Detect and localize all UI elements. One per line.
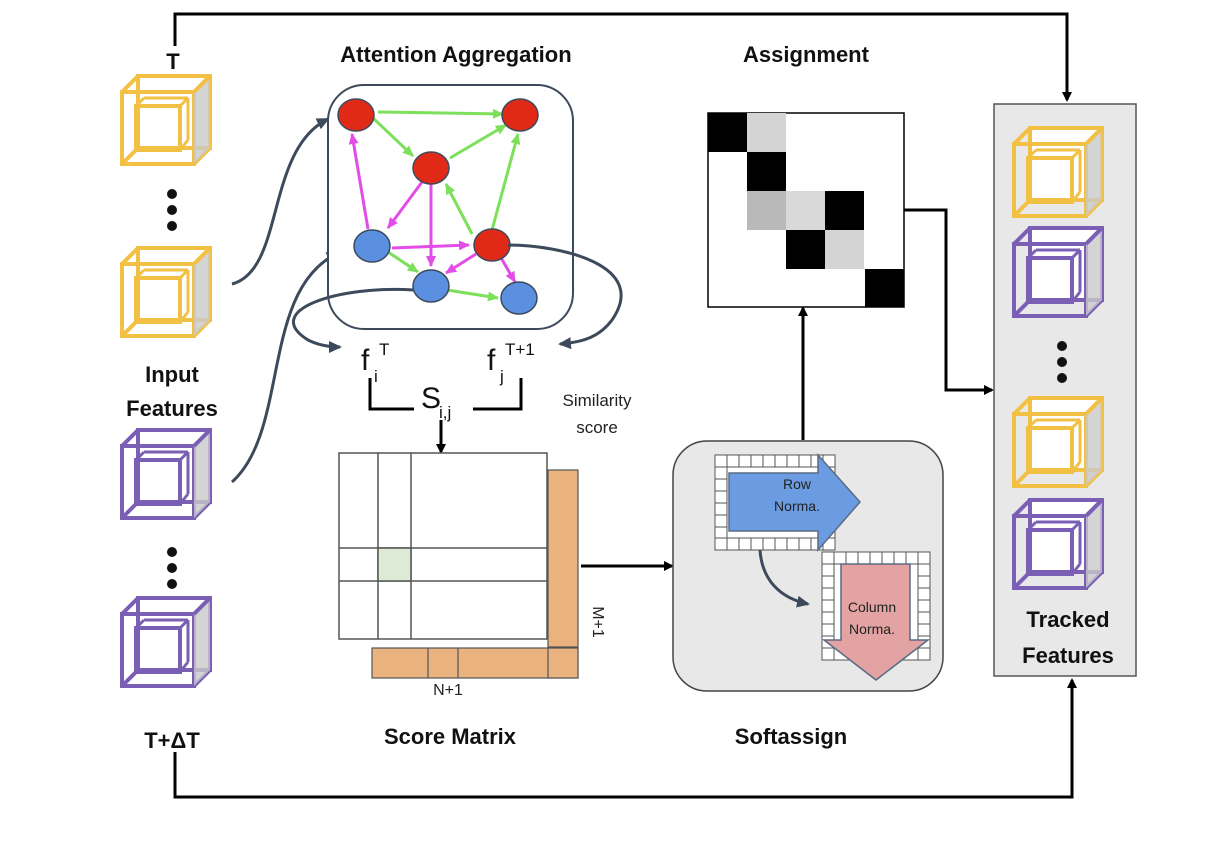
attention-graph-panel bbox=[327, 84, 574, 330]
svg-text:T+1: T+1 bbox=[505, 340, 535, 359]
attention-aggregation-title: Attention Aggregation bbox=[340, 42, 571, 67]
tracked-features-label-line2: Features bbox=[1022, 643, 1114, 668]
svg-text:i,j: i,j bbox=[439, 403, 451, 422]
similarity-bracket bbox=[368, 378, 523, 411]
svg-text:T: T bbox=[379, 340, 389, 359]
blue-node bbox=[412, 269, 450, 303]
svg-text:i: i bbox=[374, 367, 378, 386]
softassign-title: Softassign bbox=[735, 724, 847, 749]
input-cube-purple-top bbox=[120, 428, 212, 520]
score-matrix bbox=[338, 452, 548, 640]
column-norm-arrow bbox=[821, 563, 931, 681]
red-node bbox=[501, 98, 539, 132]
blue-node bbox=[353, 229, 391, 263]
time-t-delta-label: T+ΔT bbox=[144, 728, 200, 753]
time-t-label: T bbox=[166, 49, 180, 74]
assignment-matrix bbox=[707, 112, 905, 308]
graph-to-fi-arrow bbox=[292, 287, 415, 353]
row-norma-label-line1: Row bbox=[783, 476, 812, 492]
m-plus-1-label: M+1 bbox=[589, 606, 606, 638]
input-features-label-line1: Input bbox=[145, 362, 199, 387]
similarity-score-symbol: S i,j bbox=[421, 382, 451, 422]
ellipsis-dots-purple bbox=[167, 547, 177, 589]
attention-graph-edges bbox=[348, 108, 521, 302]
score-matrix-bottom-bar bbox=[371, 647, 579, 679]
row-to-column-arrow bbox=[758, 549, 810, 608]
red-node bbox=[412, 151, 450, 185]
ellipsis-dots-yellow bbox=[167, 189, 177, 231]
tracked-ellipsis-dots bbox=[1057, 341, 1067, 383]
attention-graph-nodes bbox=[337, 98, 539, 315]
assignment-to-tracked-arrow bbox=[904, 208, 994, 395]
graph-to-fj-arrow bbox=[507, 243, 623, 350]
input-cube-purple-bottom bbox=[120, 596, 212, 688]
purple-to-graph-arrow bbox=[230, 251, 340, 484]
n-plus-1-label: N+1 bbox=[433, 682, 463, 699]
svg-text:j: j bbox=[499, 367, 504, 386]
column-norma-label-line2: Norma. bbox=[849, 621, 895, 637]
score-matrix-title: Score Matrix bbox=[384, 724, 517, 749]
svg-text:f: f bbox=[487, 344, 496, 377]
assignment-title: Assignment bbox=[743, 42, 870, 67]
input-cube-yellow-top bbox=[120, 74, 212, 166]
feature-fi-label: f i T bbox=[361, 340, 389, 386]
input-features-label-line2: Features bbox=[126, 396, 218, 421]
score-matrix-highlight-cell bbox=[377, 547, 412, 582]
score-matrix-right-bar bbox=[547, 469, 579, 679]
bottom-loop-arrow bbox=[173, 678, 1077, 799]
blue-node bbox=[500, 281, 538, 315]
similarity-score-label-line2: score bbox=[576, 418, 618, 437]
input-cube-yellow-bottom bbox=[120, 246, 212, 338]
yellow-to-graph-arrow bbox=[231, 117, 330, 286]
tracked-features-label-line1: Tracked bbox=[1026, 607, 1109, 632]
red-node bbox=[337, 98, 375, 132]
row-norm-arrow bbox=[728, 453, 862, 552]
svg-text:S: S bbox=[421, 382, 441, 415]
top-loop-arrow bbox=[173, 12, 1072, 102]
feature-fj-label: f j T+1 bbox=[487, 340, 535, 386]
similarity-score-label-line1: Similarity bbox=[563, 391, 632, 410]
row-norma-label-line2: Norma. bbox=[774, 498, 820, 514]
column-norma-label-line1: Column bbox=[848, 599, 896, 615]
red-node bbox=[473, 228, 511, 262]
svg-text:f: f bbox=[361, 344, 370, 377]
